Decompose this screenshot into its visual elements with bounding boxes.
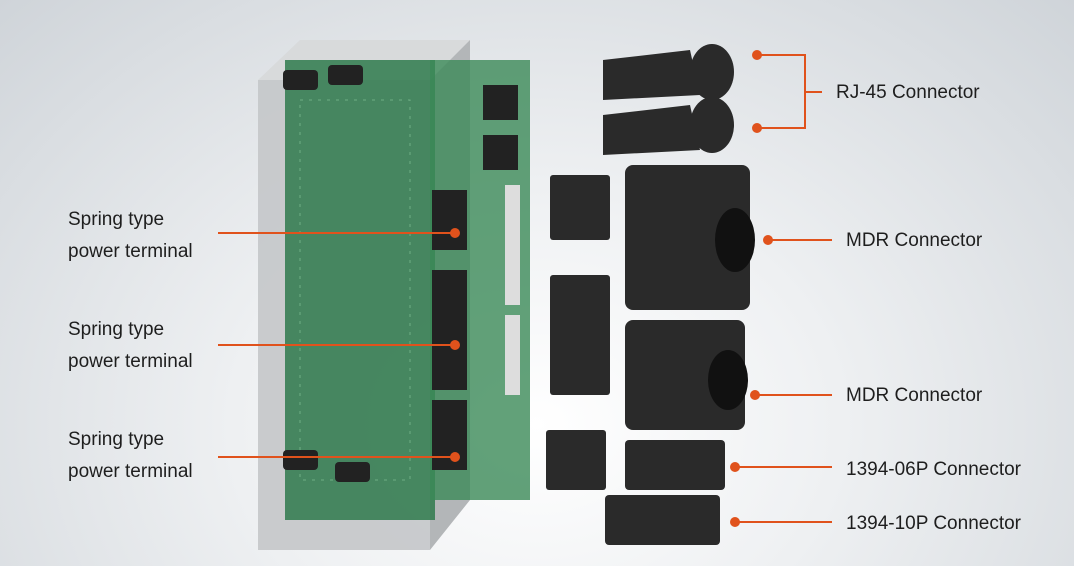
exploded-connectors bbox=[546, 44, 755, 545]
label-1394-10p: 1394-10P Connector bbox=[846, 513, 1021, 534]
label-rj45: RJ-45 Connector bbox=[836, 82, 980, 103]
label-mdr-2: MDR Connector bbox=[846, 385, 983, 406]
label-line: power terminal bbox=[68, 241, 193, 262]
label-line: Spring type bbox=[68, 319, 165, 340]
label-line: power terminal bbox=[68, 461, 193, 482]
board-connectors bbox=[283, 65, 520, 482]
label-line: Spring type bbox=[68, 209, 165, 230]
leader-lines bbox=[218, 50, 832, 527]
circuit-board bbox=[285, 60, 530, 520]
label-line: Spring type bbox=[68, 429, 165, 450]
label-spring-terminal-1: Spring type power terminal bbox=[68, 204, 193, 268]
label-spring-terminal-3: Spring type power terminal bbox=[68, 424, 193, 488]
label-line: power terminal bbox=[68, 351, 193, 372]
label-1394-06p: 1394-06P Connector bbox=[846, 459, 1021, 480]
label-mdr-1: MDR Connector bbox=[846, 230, 983, 251]
label-spring-terminal-2: Spring type power terminal bbox=[68, 314, 193, 378]
